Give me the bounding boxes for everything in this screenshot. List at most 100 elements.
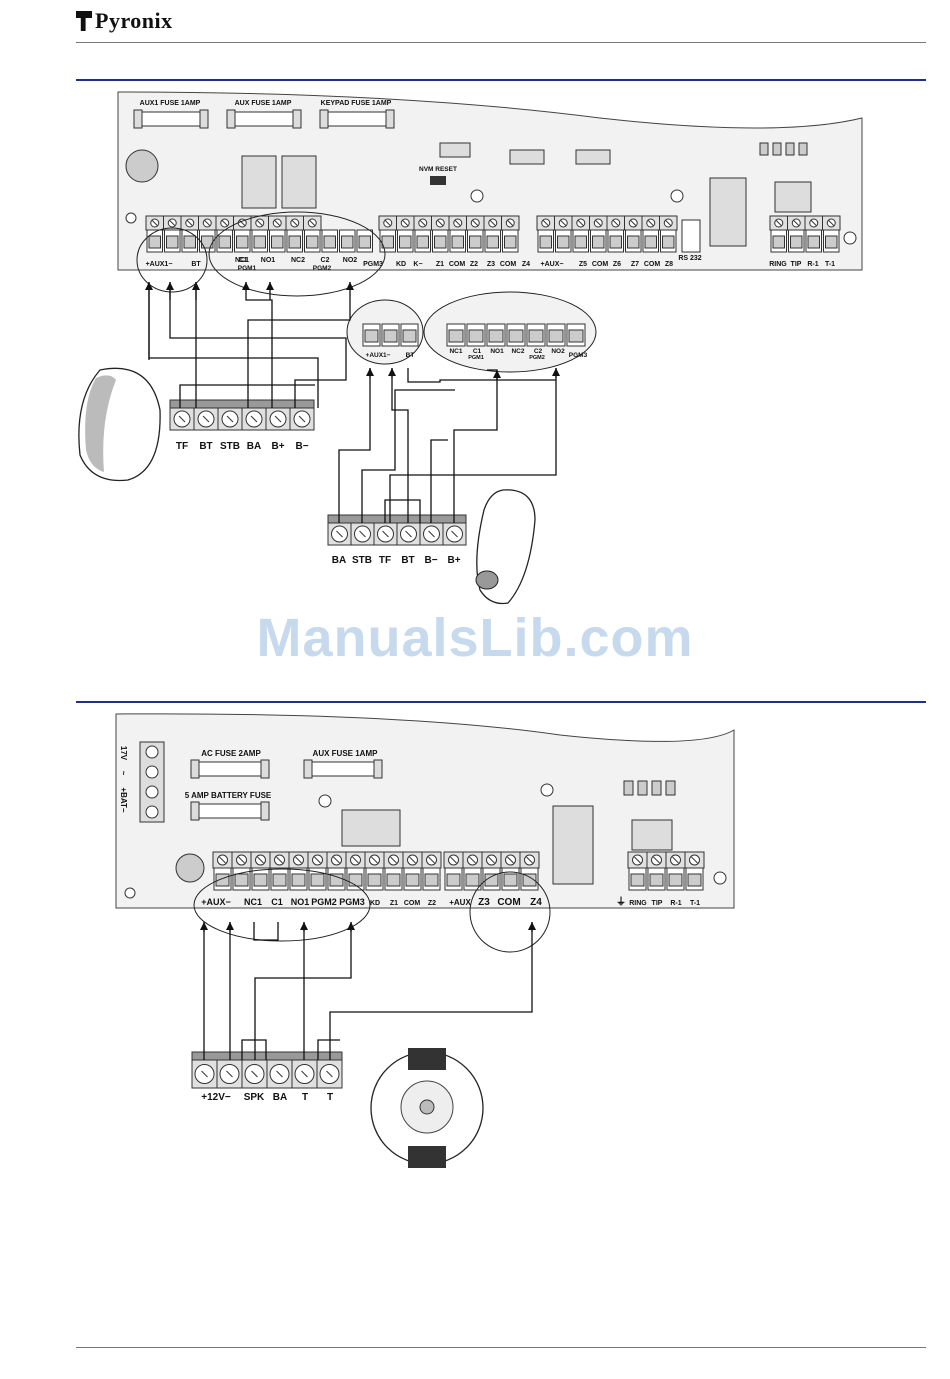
board2-top-right-screw-slot	[488, 856, 495, 864]
board2-plug-slot	[234, 873, 249, 887]
wire-arrow	[346, 282, 354, 290]
device-b-screw-slot	[382, 530, 389, 538]
board1-terminal-label: NC2	[291, 257, 305, 264]
board1-terminal-label: +AUX−	[541, 261, 564, 268]
wire	[329, 922, 533, 1060]
board1-top-phone-screw-slot	[810, 219, 818, 227]
wire-arrow	[200, 922, 208, 930]
device-b-screw-slot	[428, 530, 435, 538]
aux1-fuse-label: AUX1 FUSE 1AMP	[140, 100, 201, 107]
board2-terminal-label: +AUX−	[201, 897, 231, 907]
wire	[245, 282, 273, 408]
board2-right-plug-slot	[484, 873, 499, 887]
board2-top-screw-slot	[428, 856, 435, 864]
zoom-pgm1-label: PGM1	[468, 355, 484, 361]
board2-surge-block	[631, 819, 673, 851]
board1-relay-2	[281, 155, 317, 209]
board1-terminal-label: Z3	[487, 261, 495, 268]
board2-top-right-screw-slot	[526, 856, 533, 864]
zoom-terminal-label: NO1	[490, 348, 504, 355]
device-a-terminal-label: TF	[176, 441, 188, 452]
board2-plug-slot	[329, 873, 344, 887]
device-b-terminal-label: TF	[379, 555, 391, 566]
board2-terminal-label: PGM3	[339, 897, 365, 907]
footer-rule	[76, 1347, 926, 1348]
board1-transformer-block	[709, 177, 747, 247]
zoom-pgm2-label: PGM2	[529, 355, 545, 361]
siren-terminal-label: T	[327, 1092, 333, 1103]
board1-capacitors	[759, 142, 808, 156]
siren-screw-slot	[276, 1070, 283, 1078]
board2-plug-slot	[253, 873, 268, 887]
keypad-fuse-label: KEYPAD FUSE 1AMP	[321, 100, 392, 107]
board1-buzzer	[125, 149, 159, 183]
board2-plug-slot	[424, 873, 439, 887]
board1-terminal-label: R-1	[807, 261, 818, 268]
nvm-reset-label: NVM RESET	[419, 166, 457, 173]
board1-right-plug-slot	[609, 235, 622, 249]
siren-screw-slot	[326, 1070, 333, 1078]
board2-plug-slot	[291, 873, 306, 887]
board1-top-screw-slot	[256, 219, 264, 227]
board1-top-screw-slot	[186, 219, 194, 227]
siren-terminal-block	[191, 1051, 343, 1089]
wire	[148, 282, 319, 408]
board2-transformer-block	[552, 805, 594, 885]
zoom-terminal-label: NC2	[511, 348, 524, 355]
board1-right-plug-slot	[557, 235, 570, 249]
battery-fuse-label: 5 AMP BATTERY FUSE	[185, 791, 272, 800]
board1-top-screw-slot	[168, 219, 176, 227]
pyronix-logo: Pyronix	[76, 8, 173, 34]
device-b-terminal-label: BT	[401, 555, 414, 566]
board1-top-screw-slot	[291, 219, 299, 227]
board1-mid-plug-slot	[504, 235, 517, 249]
board1-relay-1	[241, 155, 277, 209]
board1-plug-slot	[236, 235, 249, 249]
board2-top-screw-slot	[276, 856, 283, 864]
board2-terminal-label: NC1	[244, 897, 262, 907]
board2-phone-plug-slot	[668, 873, 683, 887]
siren-screw-slot	[226, 1070, 233, 1078]
board1-zoom-ellipse-aux	[136, 227, 208, 293]
board2-plug-slot	[310, 873, 325, 887]
board1-terminal-label: COM	[500, 261, 517, 268]
device-b-screw-slot	[336, 530, 343, 538]
board2-plug-slot	[272, 873, 287, 887]
zoom-right-plug-slot	[528, 329, 544, 343]
board2-phone-plug-slot	[687, 873, 702, 887]
board2-plug-slot	[348, 873, 363, 887]
wire-arrow	[266, 282, 274, 290]
board1-phone-plug-slot	[807, 235, 820, 249]
diagram-static-layer	[78, 91, 863, 1168]
siren-screw-slot	[251, 1070, 258, 1078]
header-rule	[76, 42, 926, 43]
board1-phone-plug-slot	[790, 235, 803, 249]
wire-arrow	[388, 368, 396, 376]
board1-terminal-label: COM	[449, 261, 466, 268]
board1-top-screw-slot	[151, 219, 159, 227]
siren-terminal-label: BA	[273, 1092, 287, 1103]
board2-terminal-label: NO1	[291, 897, 310, 907]
wire	[453, 369, 498, 523]
board2-terminal-label: Z2	[428, 900, 436, 907]
board1-terminal-strip	[145, 215, 841, 253]
zoom-left-plug-slot	[383, 329, 398, 343]
board2-phone-plug-slot	[630, 873, 645, 887]
board2-terminal-label: COM	[404, 900, 421, 907]
board2-plug-slot	[386, 873, 401, 887]
section-divider-1	[76, 79, 926, 81]
board1-top-right-screw-slot	[559, 219, 567, 227]
board1-chip-2	[509, 149, 545, 165]
board1-plug-slot	[218, 235, 231, 249]
board2-earth-icon: ⏚	[616, 896, 626, 908]
zoom-terminal-label: C1	[473, 348, 482, 355]
board2-power-label: 17V	[119, 746, 128, 761]
siren-block-top	[191, 1051, 343, 1061]
wire	[241, 1039, 267, 1060]
board1-top-screw-slot	[273, 219, 281, 227]
device-a-screw-slot	[298, 415, 306, 423]
board1-top-phone-screw-slot	[775, 219, 783, 227]
board2-right-plug-slot	[446, 873, 461, 887]
board2-terminal-label: T-1	[690, 900, 700, 907]
wire-arrow	[493, 370, 501, 378]
